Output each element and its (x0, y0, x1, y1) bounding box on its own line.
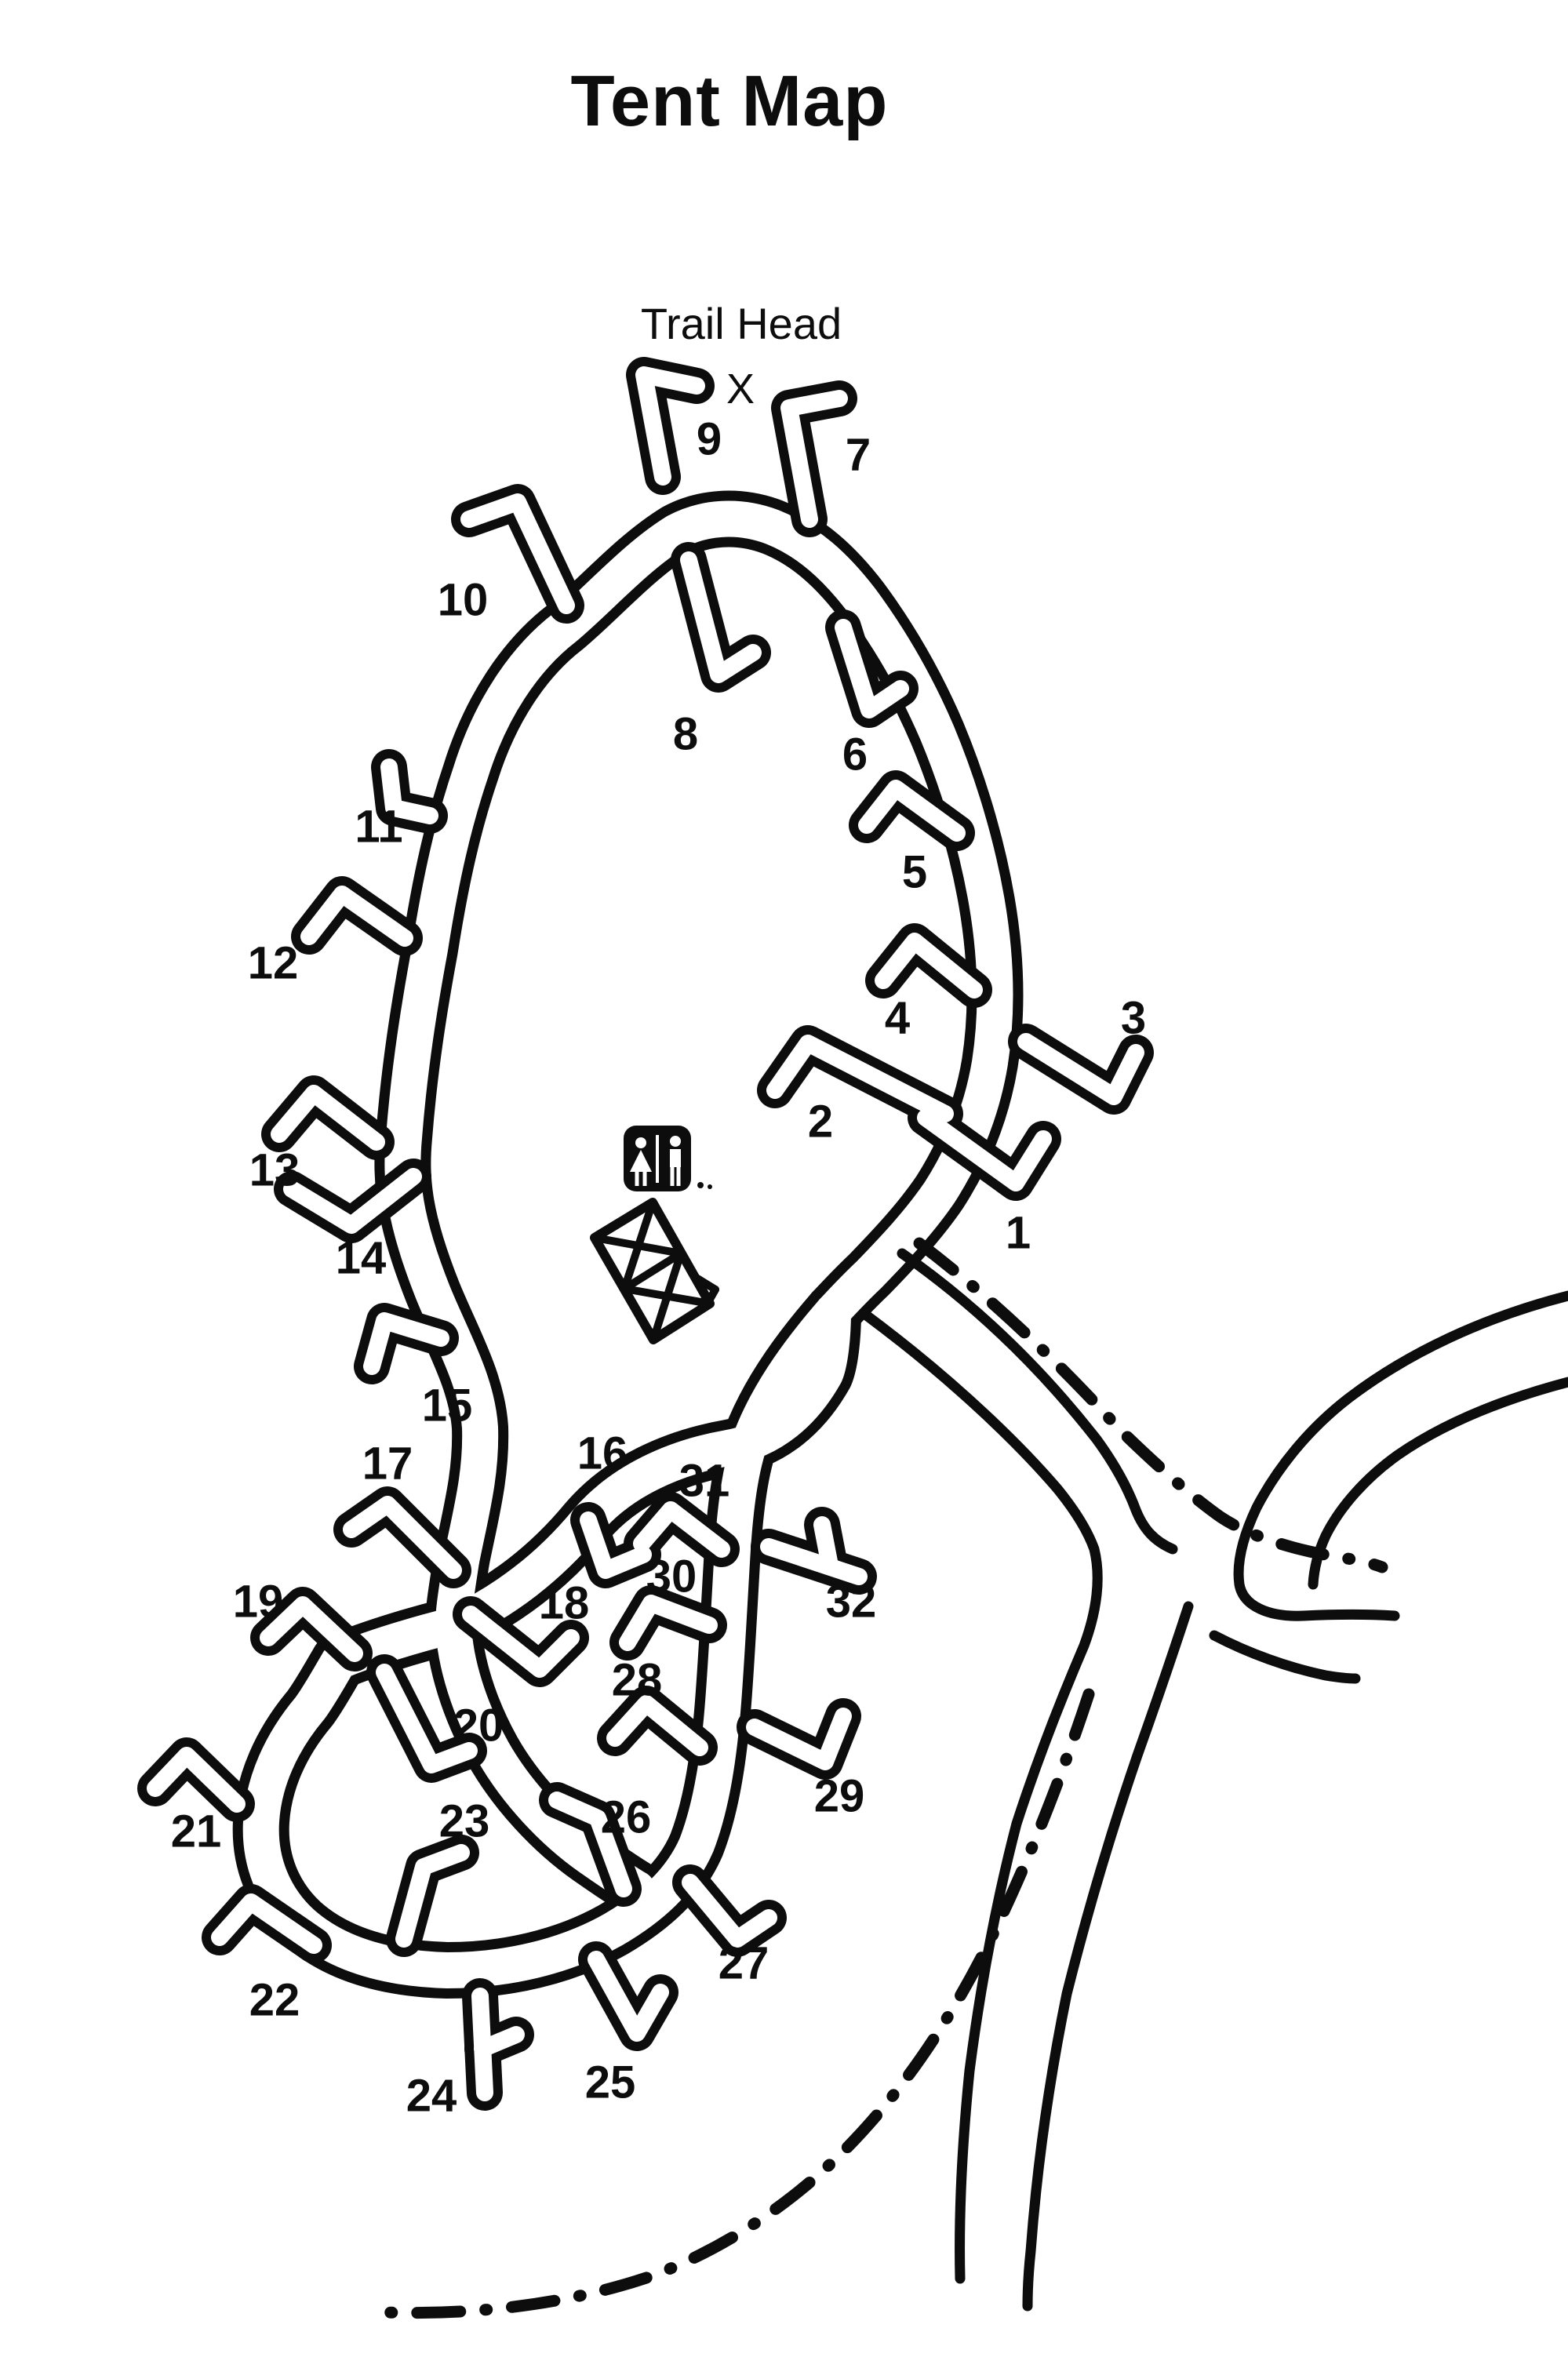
site-label-29: 29 (814, 1771, 865, 1822)
site-spur-core-16 (580, 1511, 652, 1579)
site-label-18: 18 (539, 1578, 590, 1629)
site-label-2: 2 (808, 1097, 833, 1148)
site-label-7: 7 (846, 430, 871, 481)
site-spur-core-1 (917, 1109, 1052, 1191)
site-spur-core-23 (395, 1844, 470, 1948)
site-spur-core-19 (260, 1596, 363, 1662)
site-spur-core-8 (680, 551, 762, 683)
site-label-13: 13 (249, 1145, 300, 1196)
site-spur-core-12 (300, 886, 413, 947)
restroom-woman-icon-head (635, 1137, 646, 1148)
campsite-driveways (137, 357, 1154, 2111)
site-label-1: 1 (1006, 1208, 1031, 1259)
site-spur-core-15 (363, 1312, 449, 1375)
access-road-line (862, 1311, 1103, 2284)
access-road-line (1022, 1601, 1194, 2312)
site-spur-core-10 (460, 493, 575, 614)
site-spur-core-24 (474, 2026, 525, 2057)
loop-road-core (242, 1293, 851, 1988)
site-label-30: 30 (646, 1551, 697, 1602)
site-spur-core-30 (619, 1595, 718, 1651)
restroom-man-icon-head (670, 1136, 681, 1147)
map-dot (708, 1184, 712, 1189)
site-label-6: 6 (842, 729, 868, 780)
loop-road-core (384, 500, 1013, 1579)
site-label-28: 28 (612, 1655, 663, 1706)
site-spur-core-27 (682, 1874, 777, 1948)
map-dot (697, 1182, 704, 1188)
site-spur-core-32 (813, 1516, 839, 1574)
structures (590, 1126, 719, 1344)
site-label-17: 17 (362, 1439, 413, 1490)
site-label-5: 5 (902, 847, 927, 898)
site-label-9: 9 (697, 414, 722, 465)
site-label-20: 20 (453, 1701, 504, 1751)
site-spur-core-20 (376, 1664, 478, 1773)
site-label-15: 15 (422, 1380, 473, 1431)
site-spur-core-17 (343, 1496, 462, 1579)
site-spur-core-32 (760, 1538, 868, 1585)
site-label-16: 16 (577, 1428, 628, 1479)
site-spur-core-29 (746, 1708, 852, 1770)
site-label-12: 12 (248, 938, 299, 989)
trail-head-marker-icon: X (726, 366, 755, 413)
site-label-32: 32 (826, 1577, 877, 1628)
site-spur-core-7 (780, 390, 848, 528)
site-spur-core-21 (147, 1747, 246, 1813)
site-label-8: 8 (673, 709, 698, 760)
pavilion-truss-line (704, 1286, 719, 1306)
site-spur-core-13 (271, 1085, 385, 1151)
site-label-4: 4 (885, 993, 910, 1044)
site-spur-core-11 (380, 758, 438, 824)
site-spur-core-14 (283, 1168, 422, 1234)
site-label-31: 31 (679, 1456, 730, 1507)
access-road-line (897, 1248, 1178, 1555)
pavilion-truss-line (620, 1285, 714, 1308)
restroom-woman-icon-dress (630, 1150, 652, 1172)
site-label-14: 14 (336, 1233, 387, 1284)
restroom-man-icon-body (670, 1149, 681, 1167)
site-spur-core-6 (835, 619, 909, 718)
pavilion-truss-line (620, 1249, 685, 1293)
page-title: Tent Map (571, 61, 889, 141)
site-label-19: 19 (233, 1577, 284, 1628)
site-label-21: 21 (171, 1806, 222, 1857)
trail-dashdot-line (913, 1237, 1388, 1573)
site-spur-core-18 (462, 1606, 580, 1678)
site-spur-core-28 (606, 1695, 708, 1756)
site-label-23: 23 (439, 1796, 490, 1847)
site-spur-core-5 (858, 780, 966, 842)
site-spur-core-26 (548, 1791, 632, 1897)
site-label-11: 11 (355, 802, 402, 853)
site-spur-core-3 (1017, 1033, 1144, 1105)
campground-roads (232, 490, 1568, 2312)
hiking-trails (378, 1237, 1388, 2319)
access-road-line (1233, 1290, 1568, 1621)
site-label-22: 22 (249, 1975, 300, 2026)
site-label-26: 26 (601, 1792, 652, 1843)
pavilion-truss-line (691, 1273, 719, 1293)
access-road-line (1209, 1630, 1361, 1684)
trail-dashdot-line (378, 1688, 1095, 2319)
site-spur-core-9 (635, 366, 705, 486)
site-label-3: 3 (1121, 993, 1146, 1044)
site-spur-core-31 (633, 1501, 730, 1558)
site-label-25: 25 (585, 2057, 636, 2108)
site-spur-core-2 (766, 1035, 954, 1122)
site-label-24: 24 (406, 2071, 457, 2122)
site-label-10: 10 (438, 575, 489, 626)
pavilion-truss-line (591, 1234, 685, 1257)
site-spur-core-25 (588, 1951, 669, 2042)
site-label-27: 27 (719, 1938, 769, 1989)
site-spur-core-4 (875, 933, 983, 998)
site-spur-core-22 (211, 1893, 322, 1954)
trail-head-label: Trail Head (641, 299, 842, 348)
